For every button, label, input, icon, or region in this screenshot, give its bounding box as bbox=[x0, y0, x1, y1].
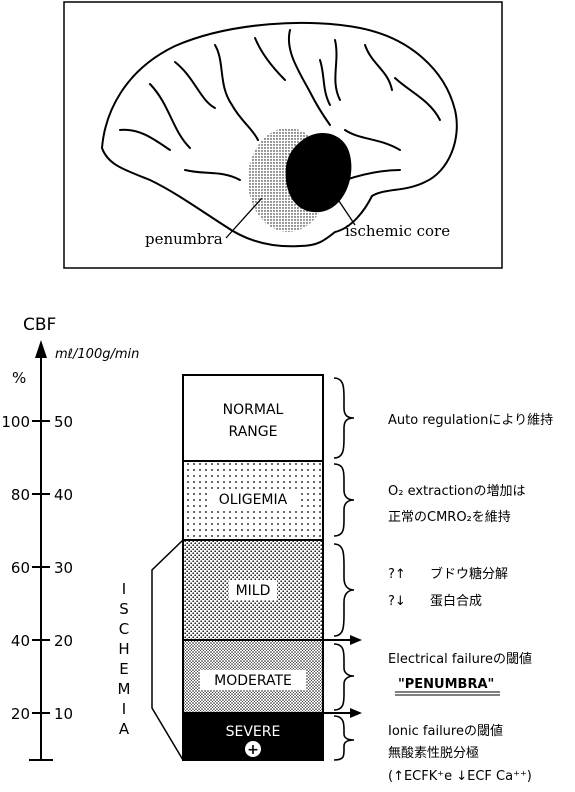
note-auto-regulation: Auto regulationにより維持 bbox=[388, 413, 553, 428]
note-o2-line2: 正常のCMRO₂を維持 bbox=[388, 510, 511, 525]
svg-text:H: H bbox=[118, 640, 129, 658]
note-mild-2-mark: ?↓ bbox=[388, 594, 406, 609]
svg-text:A: A bbox=[119, 720, 130, 738]
moderate-label: MODERATE bbox=[214, 673, 292, 689]
svg-text:C: C bbox=[119, 620, 129, 638]
oligemia-label: OLIGEMIA bbox=[219, 492, 288, 508]
axis-percent-symbol: % bbox=[12, 369, 26, 387]
tick-pct-40: 40 bbox=[11, 632, 30, 650]
tick-abs-20: 20 bbox=[54, 632, 73, 650]
note-mild-1-text: ブドウ糖分解 bbox=[430, 566, 508, 582]
note-mild-1-mark: ?↑ bbox=[388, 567, 406, 582]
ischemic-core-label: ischemic core bbox=[345, 222, 450, 240]
severe-plus-symbol: + bbox=[247, 742, 259, 758]
tick-pct-80: 80 bbox=[11, 486, 30, 504]
svg-text:I: I bbox=[122, 580, 126, 598]
electrical-threshold-arrow bbox=[323, 635, 362, 645]
note-mild-2-text: 蛋白合成 bbox=[430, 593, 482, 609]
note-ionic-2: 無酸素性脱分極 bbox=[388, 745, 479, 761]
axis-unit: mℓ/100g/min bbox=[55, 347, 139, 362]
axis-title: CBF bbox=[23, 315, 56, 335]
ischemia-label: I S C H E M I A bbox=[118, 580, 131, 738]
brace-oligemia bbox=[334, 464, 354, 536]
penumbra-pointer bbox=[226, 198, 262, 238]
tick-abs-40: 40 bbox=[54, 486, 73, 504]
note-electrical-failure: Electrical failureの閾値 bbox=[388, 651, 532, 667]
brace-moderate bbox=[334, 644, 354, 710]
mild-label: MILD bbox=[236, 583, 271, 599]
svg-text:S: S bbox=[119, 600, 129, 618]
tick-pct-100: 100 bbox=[1, 413, 30, 431]
tick-abs-50: 50 bbox=[54, 413, 73, 431]
tick-abs-10: 10 bbox=[54, 705, 73, 723]
note-o2-line1: O₂ extractionの増加は bbox=[388, 484, 526, 499]
ionic-threshold-arrow bbox=[323, 708, 362, 718]
tick-pct-20: 20 bbox=[11, 705, 30, 723]
severe-label: SEVERE bbox=[226, 724, 281, 740]
box-normal-range bbox=[183, 375, 323, 461]
note-ionic-1: Ionic failureの閾値 bbox=[388, 723, 503, 739]
ischemia-bracket bbox=[152, 540, 183, 760]
brace-mild bbox=[334, 544, 354, 636]
braces bbox=[334, 378, 354, 760]
penumbra-label: penumbra bbox=[145, 230, 223, 248]
svg-text:I: I bbox=[122, 700, 126, 718]
tick-pct-60: 60 bbox=[11, 559, 30, 577]
svg-text:M: M bbox=[118, 680, 131, 698]
svg-text:E: E bbox=[119, 660, 128, 678]
note-ionic-3: (↑ECFK⁺e ↓ECF Ca⁺⁺) bbox=[388, 769, 532, 784]
brace-normal bbox=[334, 378, 354, 458]
note-penumbra: "PENUMBRA" bbox=[398, 677, 494, 692]
normal-label-line2: RANGE bbox=[229, 424, 278, 440]
core-pointer bbox=[333, 192, 355, 225]
normal-label-line1: NORMAL bbox=[223, 402, 284, 418]
brace-severe bbox=[334, 716, 354, 760]
tick-abs-30: 30 bbox=[54, 559, 73, 577]
